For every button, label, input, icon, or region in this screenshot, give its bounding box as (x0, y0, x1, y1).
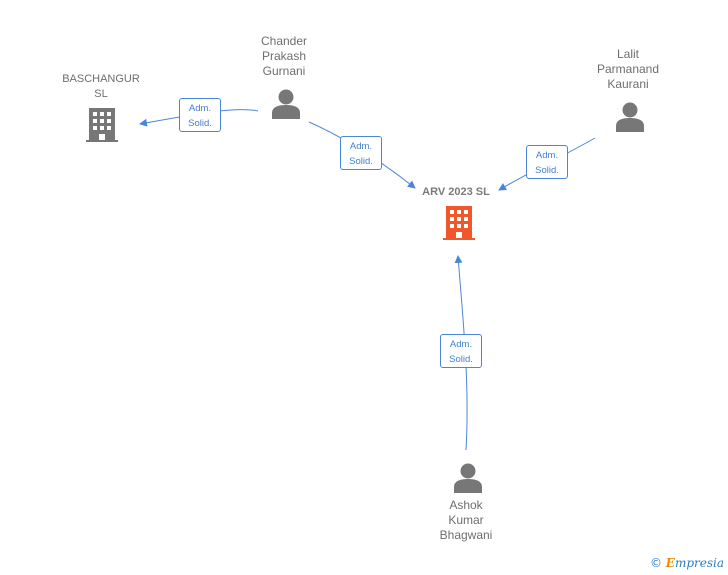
person-icon (616, 102, 644, 132)
person-icon (454, 463, 482, 493)
person-name: Chander Prakash Gurnani (260, 34, 308, 78)
person-name: Lalit Parmanand Kaurani (596, 47, 660, 91)
person-node-chander[interactable]: Chander Prakash Gurnani (236, 34, 332, 79)
relation-label-ashok-arv[interactable]: Adm. Solid. (440, 334, 482, 368)
brand-initial: E (665, 556, 675, 570)
person-name: Ashok Kumar Bhagwani (439, 498, 493, 542)
main-company-name: ARV 2023 SL (422, 186, 490, 198)
relation-label-chander-arv[interactable]: Adm. Solid. (340, 136, 382, 170)
building-icon (443, 206, 475, 240)
person-node-ashok[interactable]: Ashok Kumar Bhagwani (418, 498, 514, 543)
brand-name: mpresia (674, 556, 724, 570)
company-node-baschangur[interactable]: BASCHANGUR SL (52, 72, 150, 102)
person-node-lalit[interactable]: Lalit Parmanand Kaurani (580, 47, 676, 92)
company-node-arv[interactable]: ARV 2023 SL (398, 185, 514, 200)
copyright-symbol: © (649, 556, 662, 570)
company-name: BASCHANGUR SL (62, 73, 140, 100)
empresia-logo: © Empresia (650, 556, 724, 570)
building-icon (86, 108, 118, 142)
relation-label-chander-baschangur[interactable]: Adm. Solid. (179, 98, 221, 132)
relation-label-lalit-arv[interactable]: Adm. Solid. (526, 145, 568, 179)
person-icon (272, 89, 300, 119)
